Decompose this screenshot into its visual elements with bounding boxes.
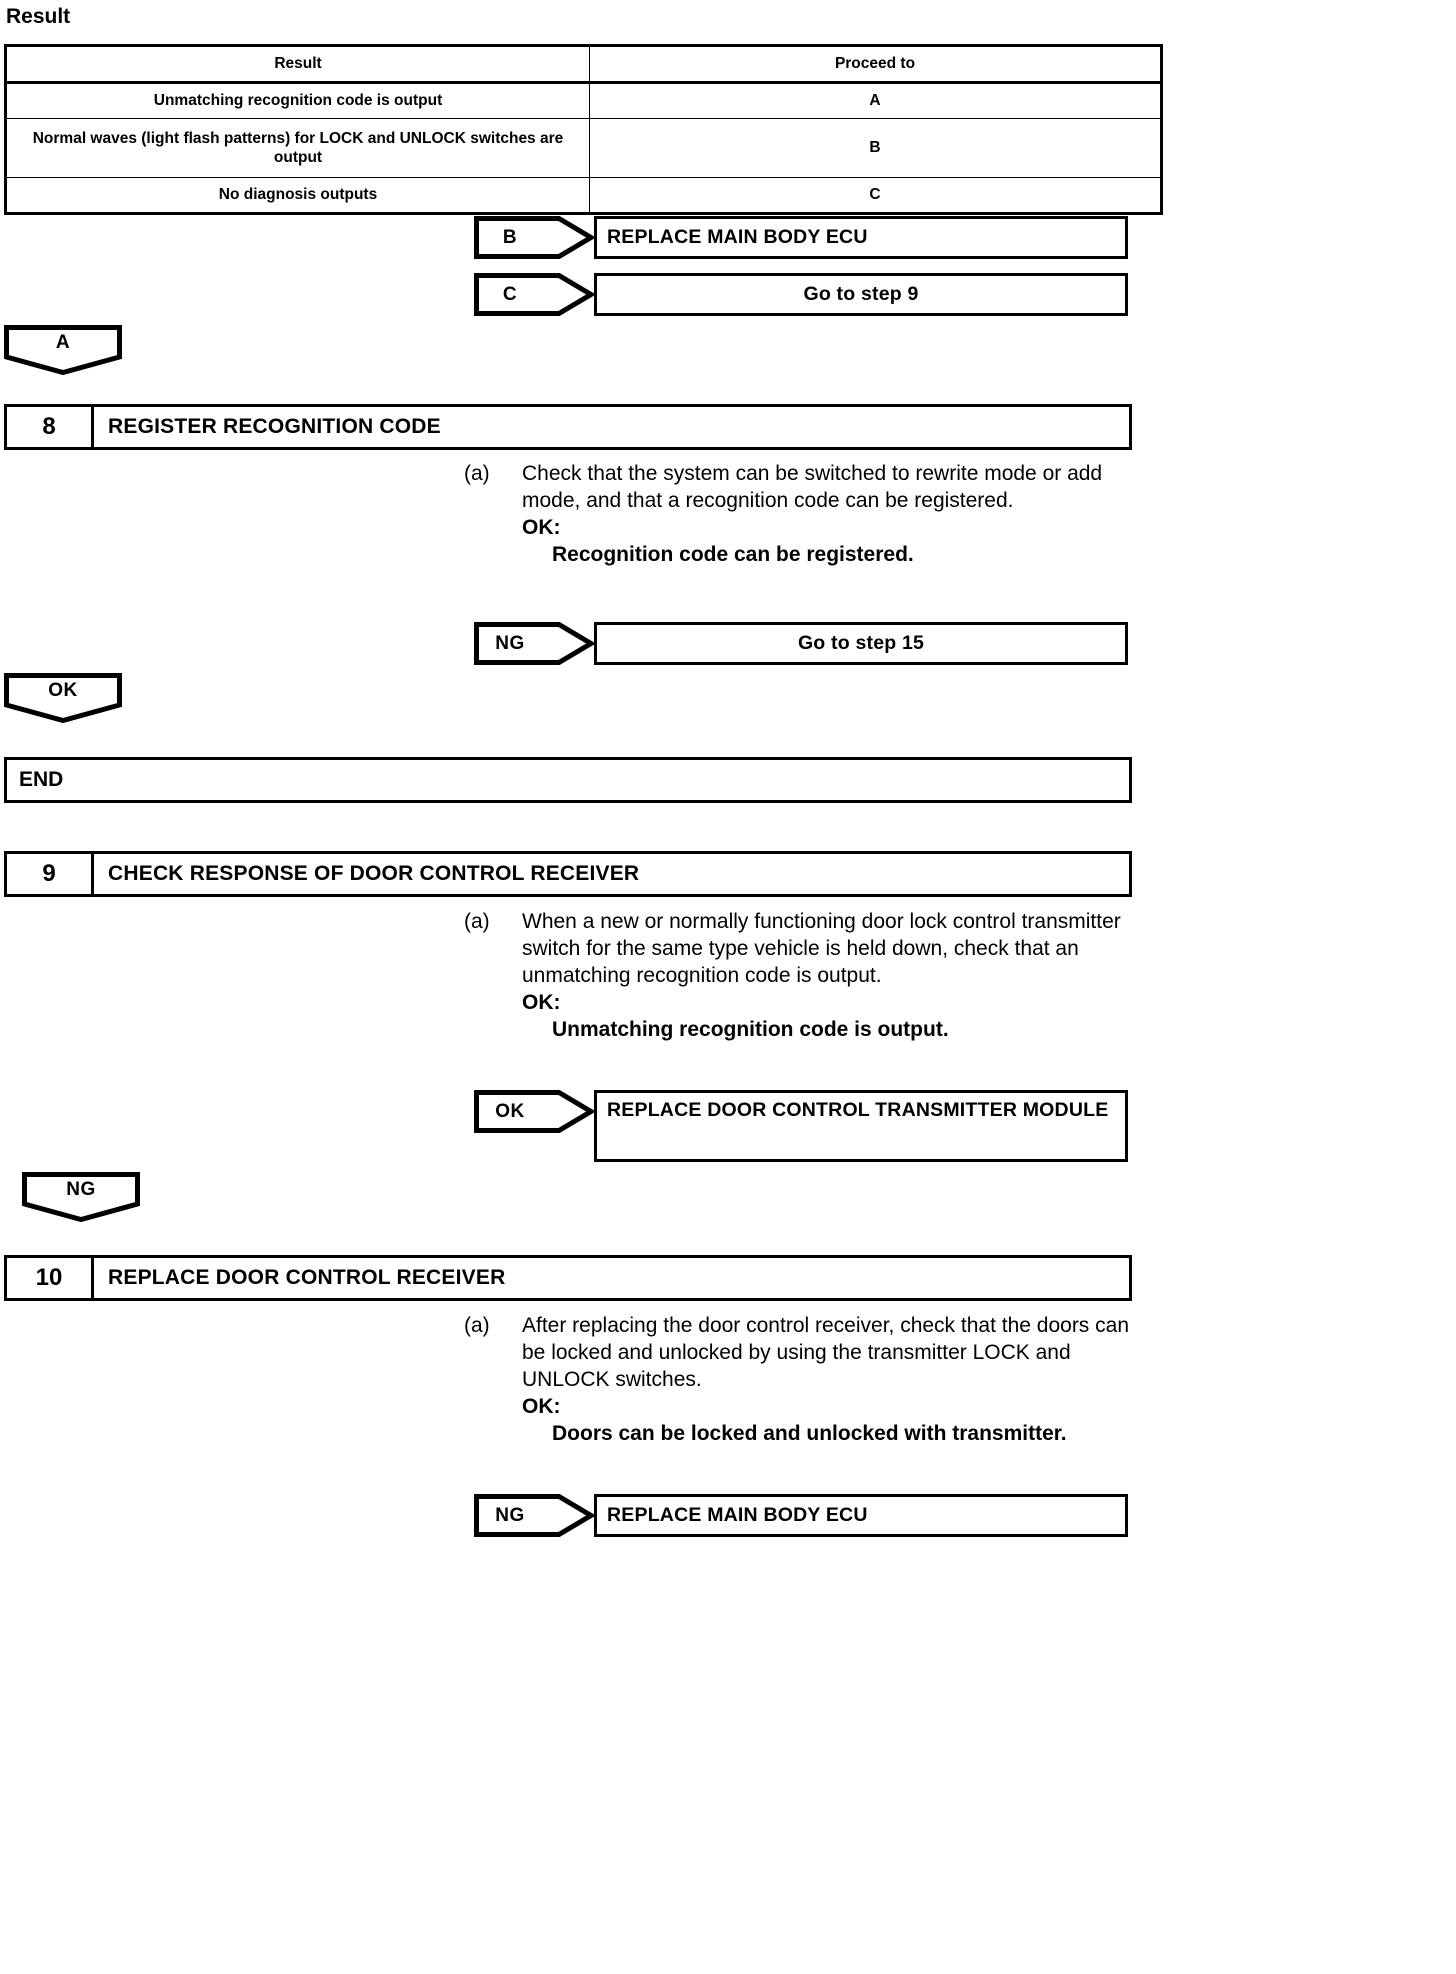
table-row: Normal waves (light flash patterns) for …: [4, 118, 1163, 178]
pentagon-right-icon: [474, 1494, 594, 1537]
cell-result: No diagnosis outputs: [4, 177, 590, 215]
pentagon-right-icon: [474, 216, 594, 259]
step-title: CHECK RESPONSE OF DOOR CONTROL RECEIVER: [108, 862, 640, 885]
branch-tag-label: B: [502, 226, 518, 248]
branch-tag-label: OK: [495, 1100, 525, 1122]
pentagon-right-icon: [474, 1090, 594, 1133]
outcome-box-replace-main-body-ecu: REPLACE MAIN BODY ECU: [594, 216, 1128, 259]
table-row: Unmatching recognition code is output A: [4, 82, 1163, 119]
step-body-text: After replacing the door control receive…: [522, 1314, 1130, 1391]
step-header-10: 10 REPLACE DOOR CONTROL RECEIVER: [4, 1255, 1132, 1301]
connector-tag-ok: OK: [4, 673, 122, 723]
step-number: 8: [7, 407, 94, 447]
step-ok-label: OK:: [522, 1395, 561, 1418]
step-body-marker: (a): [464, 1314, 490, 1337]
page-title: Result: [6, 5, 71, 28]
outcome-box-replace-main-body-ecu: REPLACE MAIN BODY ECU: [594, 1494, 1128, 1537]
step-ok-label: OK:: [522, 991, 561, 1014]
branch-tag-label: C: [502, 283, 518, 305]
step-body-8: (a) Check that the system can be switche…: [464, 460, 1144, 568]
step-body-text: Check that the system can be switched to…: [522, 462, 1103, 512]
column-header-result: Result: [4, 44, 590, 84]
step-ok-value: Doors can be locked and unlocked with tr…: [552, 1422, 1067, 1445]
step-ok-label: OK:: [522, 516, 561, 539]
step-body-row: (a) When a new or normally functioning d…: [464, 908, 1144, 989]
branch-tag-label: NG: [495, 1504, 525, 1526]
step-body-row: (a) Check that the system can be switche…: [464, 460, 1144, 514]
connector-tag-label: OK: [48, 680, 78, 701]
outcome-box-go-to-step-9: Go to step 9: [594, 273, 1128, 316]
branch-tag-ng: NG: [474, 1494, 594, 1537]
connector-tag-label: NG: [66, 1179, 96, 1200]
connector-tag-a: A: [4, 325, 122, 375]
cell-proceed-to: A: [589, 82, 1163, 119]
pentagon-down-icon: [4, 325, 122, 375]
branch-tag-b: B: [474, 216, 594, 259]
step-header-9: 9 CHECK RESPONSE OF DOOR CONTROL RECEIVE…: [4, 851, 1132, 897]
pentagon-down-icon: [22, 1172, 140, 1222]
branch-b: B REPLACE MAIN BODY ECU: [474, 216, 1128, 259]
result-table: Result Proceed to Unmatching recognition…: [4, 44, 1163, 215]
end-box: END: [4, 757, 1132, 803]
outcome-box-go-to-step-15: Go to step 15: [594, 622, 1128, 665]
cell-result: Unmatching recognition code is output: [4, 82, 590, 119]
step-number: 10: [7, 1258, 94, 1298]
step-body-9: (a) When a new or normally functioning d…: [464, 908, 1144, 1043]
branch-step8-ng: NG Go to step 15: [474, 622, 1128, 665]
step-body-marker: (a): [464, 910, 490, 933]
pentagon-down-icon: [4, 673, 122, 723]
step-body-10: (a) After replacing the door control rec…: [464, 1312, 1144, 1447]
step-body-row: (a) After replacing the door control rec…: [464, 1312, 1144, 1393]
branch-c: C Go to step 9: [474, 273, 1128, 316]
step-title: REGISTER RECOGNITION CODE: [108, 415, 441, 438]
branch-tag-c: C: [474, 273, 594, 316]
step-number: 9: [7, 854, 94, 894]
branch-tag-ok: OK: [474, 1090, 594, 1133]
branch-tag-label: NG: [495, 632, 525, 654]
step-ok-value: Recognition code can be registered.: [552, 543, 914, 566]
outcome-box-replace-door-control-transmitter-module: REPLACE DOOR CONTROL TRANSMITTER MODULE: [594, 1090, 1128, 1162]
pentagon-right-icon: [474, 273, 594, 316]
table-header-row: Result Proceed to: [4, 44, 1163, 84]
table-row: No diagnosis outputs C: [4, 177, 1163, 215]
connector-tag-label: A: [55, 332, 71, 353]
step-header-8: 8 REGISTER RECOGNITION CODE: [4, 404, 1132, 450]
branch-tag-ng: NG: [474, 622, 594, 665]
cell-proceed-to: C: [589, 177, 1163, 215]
step-body-text: When a new or normally functioning door …: [522, 910, 1121, 987]
connector-tag-ng: NG: [22, 1172, 140, 1222]
pentagon-right-icon: [474, 622, 594, 665]
column-header-proceed-to: Proceed to: [589, 44, 1163, 84]
step-title: REPLACE DOOR CONTROL RECEIVER: [108, 1266, 506, 1289]
step-body-marker: (a): [464, 462, 490, 485]
branch-step10-ng: NG REPLACE MAIN BODY ECU: [474, 1494, 1128, 1537]
step-ok-value: Unmatching recognition code is output.: [552, 1018, 949, 1041]
branch-step9-ok: OK REPLACE DOOR CONTROL TRANSMITTER MODU…: [474, 1090, 1128, 1162]
cell-proceed-to: B: [589, 118, 1163, 178]
cell-result: Normal waves (light flash patterns) for …: [4, 118, 590, 178]
